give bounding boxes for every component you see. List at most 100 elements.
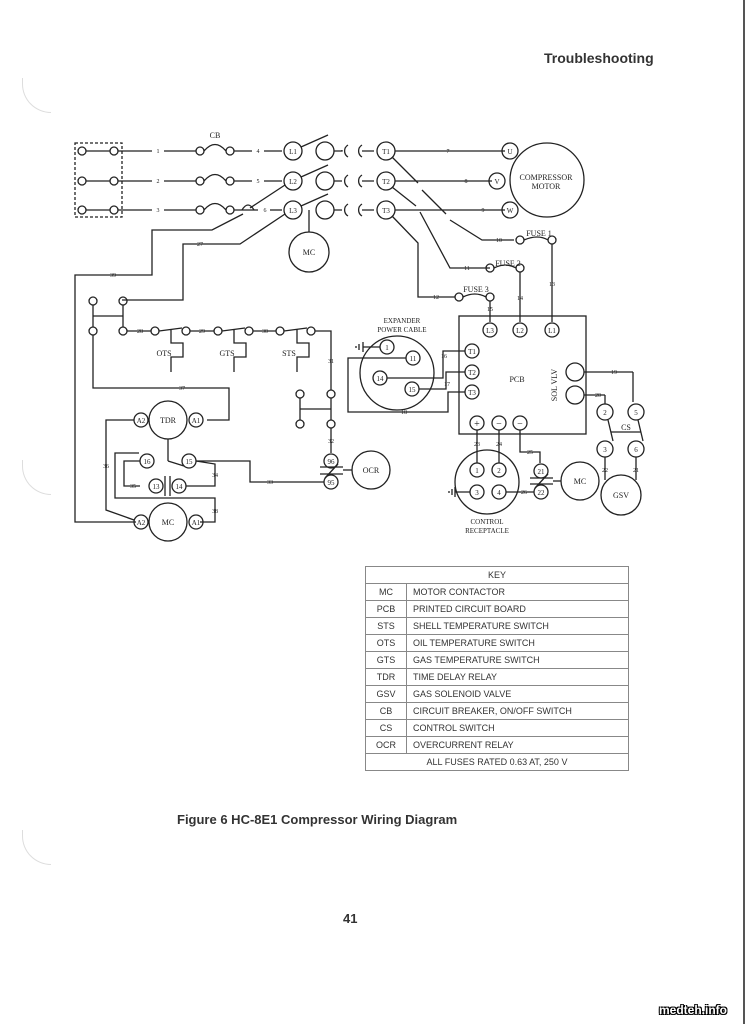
control-pin-3: 3 — [475, 489, 479, 497]
wire-number: 5 — [257, 179, 260, 185]
pcb-label: PCB — [509, 375, 524, 384]
wire-number: 28 — [137, 329, 143, 335]
pcb-t1: T1 — [468, 348, 476, 356]
expander-label: EXPANDER — [384, 317, 421, 325]
gsv-label: GSV — [613, 491, 629, 500]
page-edge — [743, 0, 745, 1024]
cs-label: CS — [621, 423, 631, 432]
compressor-motor-label: COMPRESSOR — [520, 173, 574, 182]
wire-number: 32 — [328, 439, 334, 445]
pcb-l1: L1 — [548, 327, 556, 335]
cs-6: 6 — [634, 446, 638, 454]
mc-coil-label: MC — [162, 518, 174, 527]
section-title: Troubleshooting — [544, 50, 654, 66]
control-switch-gsv — [596, 403, 645, 516]
wire-number: 29 — [199, 329, 205, 335]
expander-pin-1: 1 — [385, 344, 389, 352]
circuit-breaker — [118, 143, 282, 215]
pcb-board — [458, 315, 634, 435]
v-terminal: V — [494, 178, 499, 186]
wire-number: 20 — [595, 393, 601, 399]
expander-pin-15: 15 — [409, 386, 417, 394]
wire-number: 27 — [197, 242, 203, 248]
tdr-a2: A2 — [137, 417, 146, 425]
wire-number: 6 — [264, 208, 267, 214]
cs-5: 5 — [634, 409, 638, 417]
relays — [105, 400, 391, 542]
w-terminal: W — [507, 207, 514, 215]
control-receptacle-label-2: RECEPTACLE — [465, 527, 509, 535]
mc-a2: A2 — [137, 519, 146, 527]
pcb-l3: L3 — [486, 327, 494, 335]
ocr-label: OCR — [363, 466, 380, 475]
wire-number: 24 — [496, 442, 502, 448]
key-footer: ALL FUSES RATED 0.63 AT, 250 V — [365, 753, 629, 771]
sts-label: STS — [282, 349, 296, 358]
mc-aux-label: MC — [574, 477, 586, 486]
mc-aux-21: 21 — [538, 468, 546, 476]
cb-label: CB — [210, 131, 221, 140]
wire-number: 30 — [262, 329, 268, 335]
control-pin-2: 2 — [497, 467, 501, 475]
expander-label-2: POWER CABLE — [377, 326, 426, 334]
t1-terminal: T1 — [382, 148, 390, 156]
wire-number: 21 — [633, 468, 639, 474]
pcb-minus-1: − — [496, 419, 502, 430]
sol-vlv-label: SOL VLV — [550, 369, 559, 402]
cs-3: 3 — [603, 446, 607, 454]
control-pin-1: 1 — [475, 467, 479, 475]
expander-pin-14: 14 — [377, 375, 385, 383]
key-title: KEY — [365, 566, 629, 584]
tdr-16: 16 — [144, 458, 152, 466]
wire-number: 38 — [212, 509, 218, 515]
expander-power-cable — [347, 335, 465, 413]
tdr-13: 13 — [153, 483, 161, 491]
wire-number: 2 — [157, 179, 160, 185]
t2-terminal: T2 — [382, 178, 390, 186]
ocr-95: 95 — [328, 479, 336, 487]
pcb-plus: + — [474, 419, 480, 430]
wire-number: 8 — [465, 179, 468, 185]
wire-number: 4 — [257, 149, 260, 155]
wire-number: 35 — [130, 484, 136, 490]
control-pin-4: 4 — [497, 489, 501, 497]
wire-number: 36 — [103, 464, 109, 470]
mc-a1: A1 — [192, 519, 201, 527]
pcb-l2: L2 — [516, 327, 524, 335]
wire-number: 22 — [602, 468, 608, 474]
wire-number: 37 — [179, 386, 185, 392]
control-receptacle — [448, 430, 600, 515]
u-terminal: U — [507, 148, 512, 156]
wire-number: 17 — [444, 382, 450, 388]
wire-number: 7 — [447, 149, 450, 155]
l1-terminal: L1 — [289, 148, 297, 156]
watermark: medteh.info — [659, 1003, 727, 1017]
pcb-t3: T3 — [468, 389, 476, 397]
tdr-label: TDR — [160, 416, 177, 425]
temperature-switches — [88, 296, 336, 453]
wire-number: 39 — [110, 273, 116, 279]
wire-number: 1 — [157, 149, 160, 155]
wire-number: 34 — [212, 473, 218, 479]
motor-wires — [391, 142, 585, 298]
l2-terminal: L2 — [289, 178, 297, 186]
wire-number: 11 — [464, 266, 470, 272]
wire-number: 12 — [433, 295, 439, 301]
wire-number: 23 — [474, 442, 480, 448]
cs-2: 2 — [603, 409, 607, 417]
tdr-15: 15 — [186, 458, 194, 466]
wire-number: 9 — [482, 208, 485, 214]
mc-aux-22: 22 — [538, 489, 546, 497]
power-inlet — [74, 142, 123, 218]
control-receptacle-label: CONTROL — [470, 518, 503, 526]
wire-number: 15 — [487, 307, 493, 313]
ocr-96: 96 — [328, 458, 336, 466]
